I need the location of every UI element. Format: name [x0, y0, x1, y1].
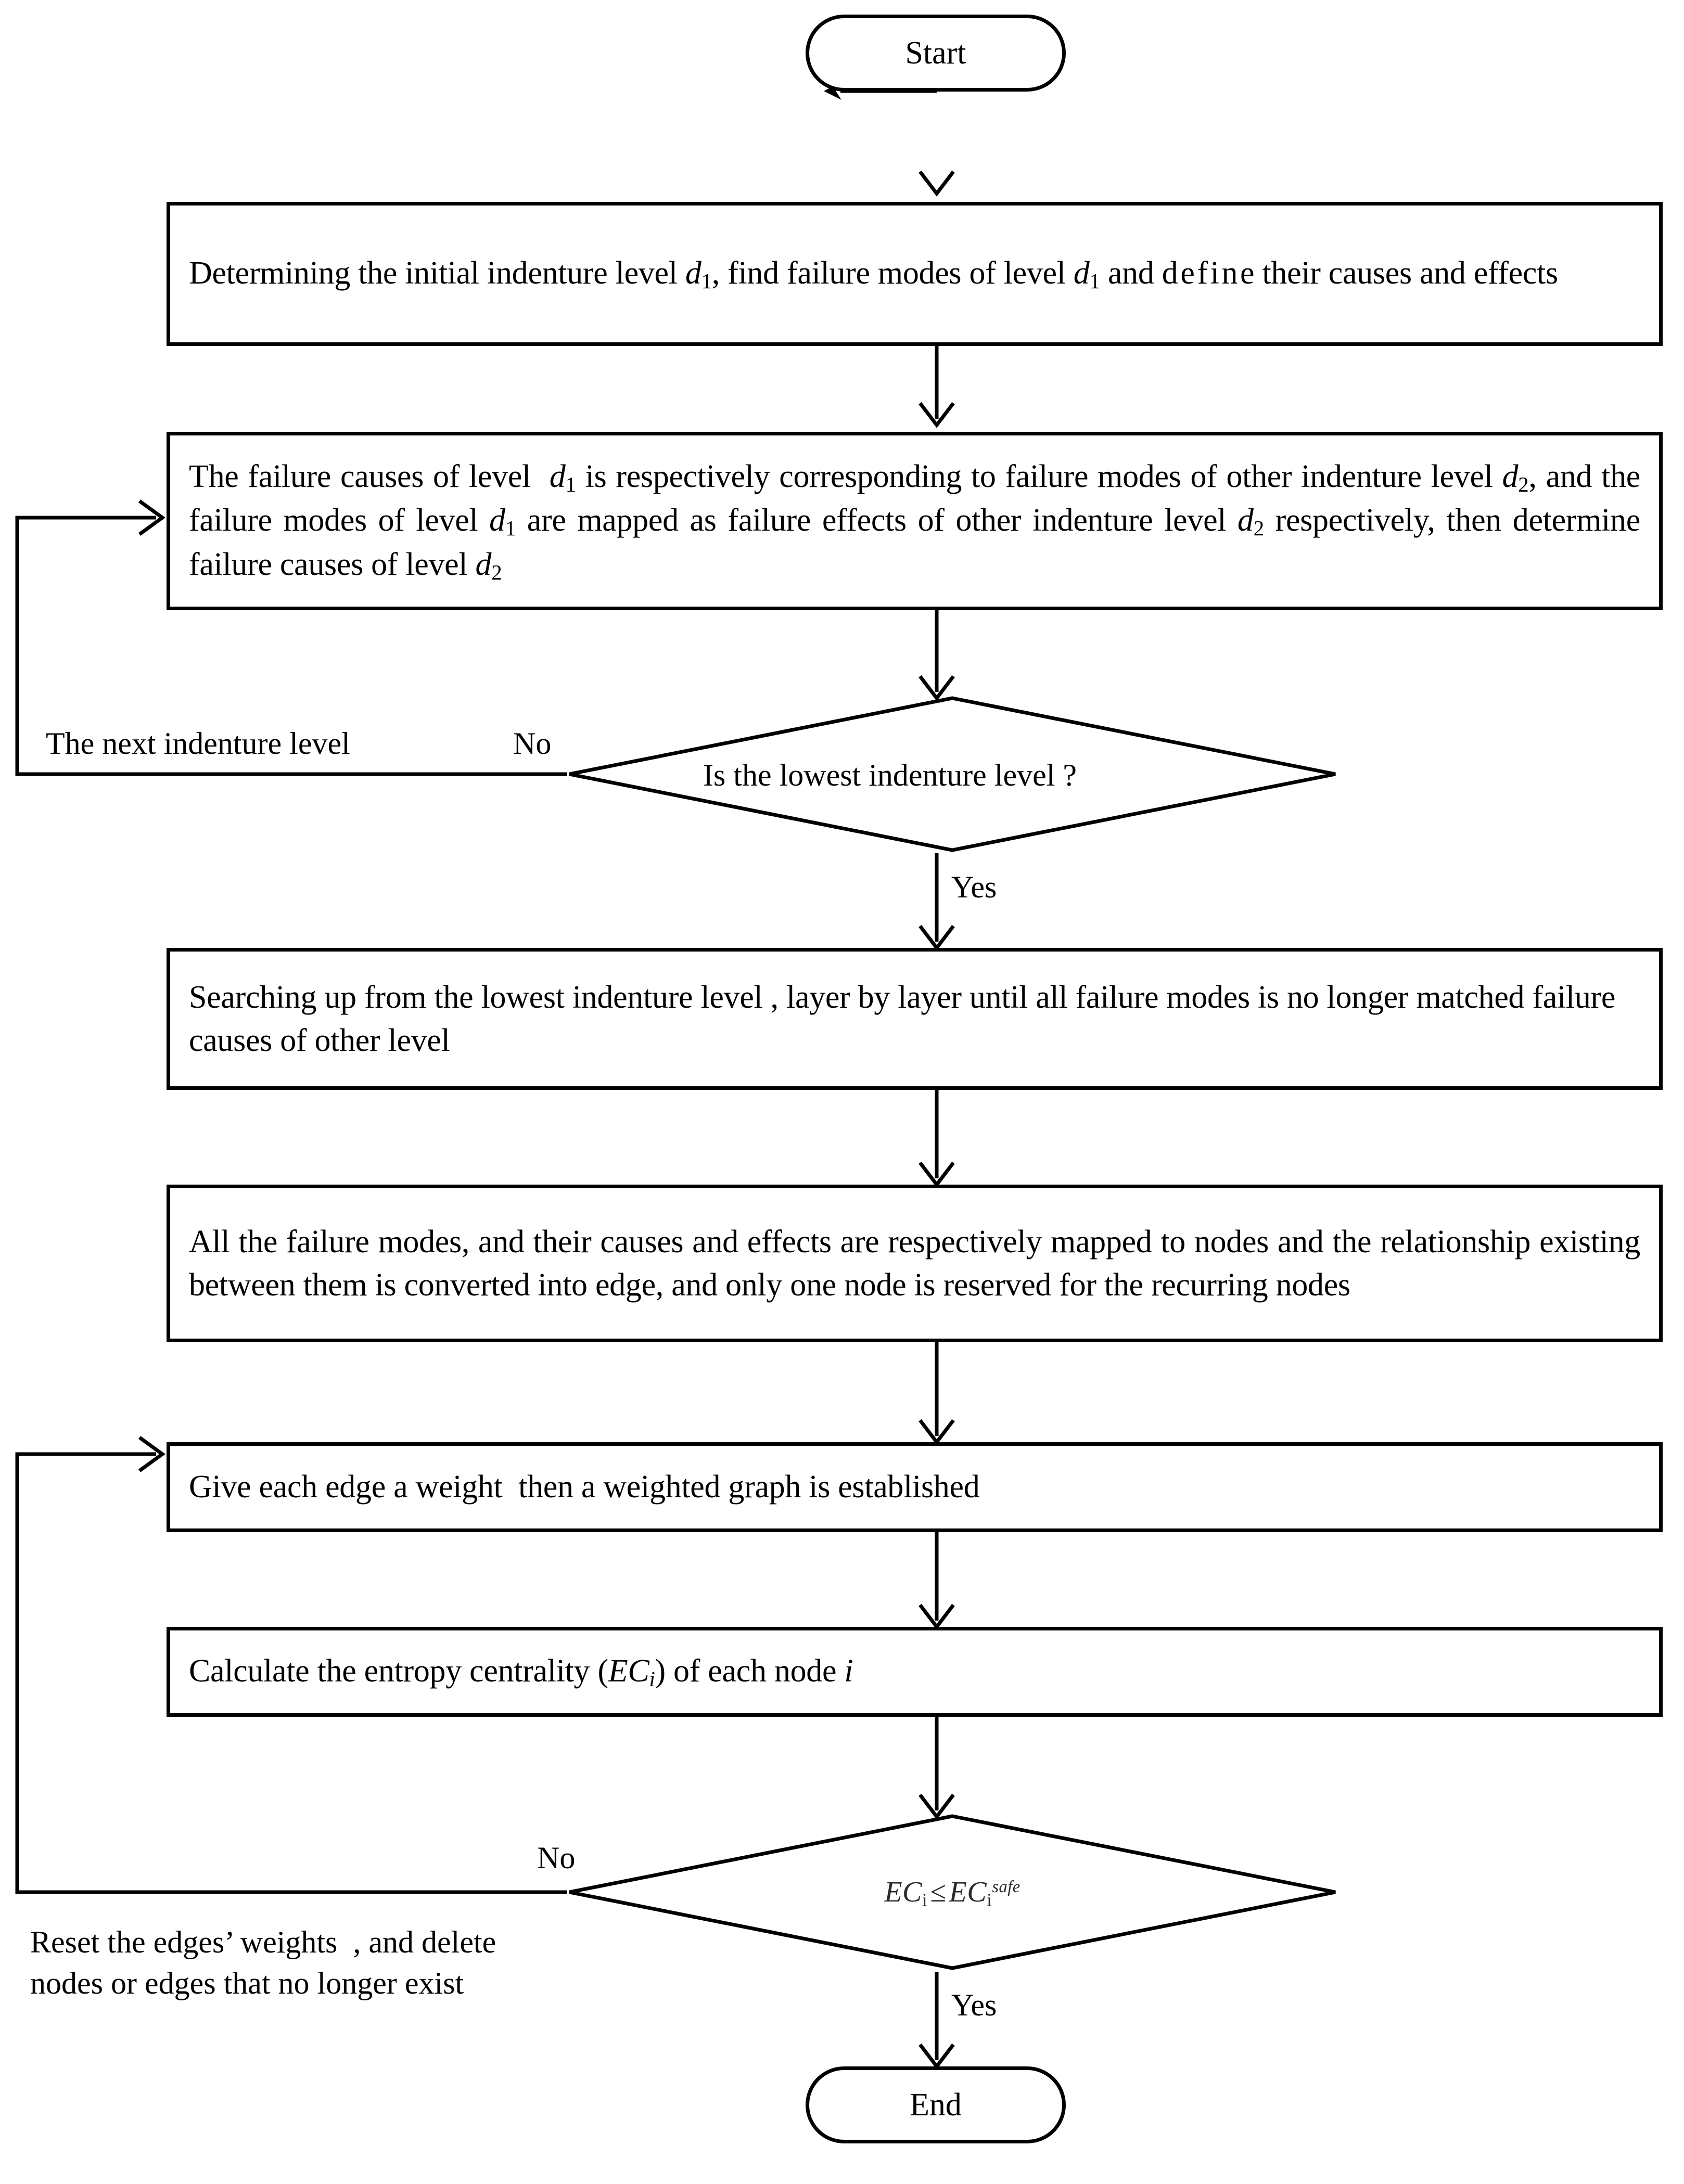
node-step2[interactable]: The failure causes of level d1 is respec…: [167, 432, 1663, 610]
node-step1[interactable]: Determining the initial indenture level …: [167, 202, 1663, 346]
arrowhead-end: [918, 2043, 955, 2070]
decision1-shape: [569, 696, 1336, 852]
node-start-label: Start: [905, 35, 966, 71]
arrowhead-loopback-top: [138, 499, 165, 536]
node-end-label: End: [910, 2087, 962, 2123]
arrowhead-loopback-bottom: [138, 1436, 165, 1472]
arrowhead-decision1: [918, 675, 955, 701]
arrowhead-step3: [918, 924, 955, 951]
node-decision2[interactable]: ECi ≤ ECisafe: [567, 1814, 1337, 1970]
node-step3-text: Searching up from the lowest indenture l…: [189, 980, 1616, 1058]
node-end[interactable]: End: [806, 2066, 1066, 2143]
node-decision1[interactable]: Is the lowest indenture level ?: [567, 696, 1337, 852]
edge-label-decision2-yes: Yes: [951, 1988, 997, 2022]
edge-label-decision2-no: No: [537, 1841, 576, 1875]
loop-label-reset-weights-line2: nodes or edges that no longer exist: [30, 1966, 464, 2001]
node-step6[interactable]: Calculate the entropy centrality (ECi) o…: [167, 1627, 1663, 1717]
loop-label-reset-weights-line1: Reset the edges’ weights , and delete: [30, 1925, 496, 1959]
node-step4-text: All the failure modes, and their causes …: [189, 1224, 1640, 1303]
node-decision2-formula: ECi ≤ ECisafe: [884, 1876, 1020, 1910]
decision2-shape: [569, 1814, 1336, 1970]
arrowhead-step5: [918, 1419, 955, 1445]
node-step1-text: Determining the initial indenture level …: [189, 255, 1558, 293]
loop-label-next-indenture-level: The next indenture level: [46, 726, 350, 761]
node-decision1-label: Is the lowest indenture level ?: [703, 758, 1077, 792]
arrowhead-step2: [918, 402, 955, 428]
node-step4[interactable]: All the failure modes, and their causes …: [167, 1185, 1663, 1342]
node-step3[interactable]: Searching up from the lowest indenture l…: [167, 948, 1663, 1090]
loop-label-reset-weights: Reset the edges’ weights , and delete no…: [30, 1922, 707, 2004]
node-start[interactable]: Start: [806, 15, 1066, 92]
arrowhead-step4: [918, 1161, 955, 1188]
edge-label-decision1-yes: Yes: [951, 870, 997, 904]
arrowhead-decision2: [918, 1793, 955, 1820]
arrowhead-step1: [918, 170, 955, 197]
edge-label-decision1-no: No: [513, 726, 552, 761]
node-step5[interactable]: Give each edge a weight then a weighted …: [167, 1442, 1663, 1532]
node-step2-text: The failure causes of level d1 is respec…: [189, 458, 1640, 584]
node-step6-text: Calculate the entropy centrality (ECi) o…: [189, 1653, 853, 1691]
node-step5-text: Give each edge a weight then a weighted …: [189, 1469, 980, 1505]
arrowhead-step6: [918, 1603, 955, 1630]
